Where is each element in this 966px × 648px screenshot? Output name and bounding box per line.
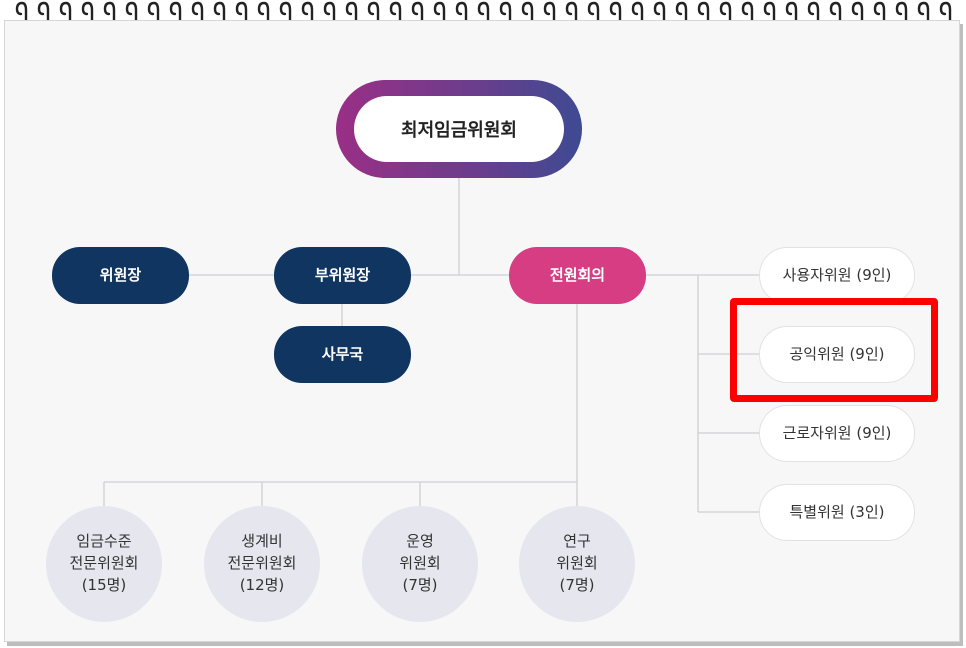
spiral-ring <box>631 1 644 24</box>
spiral-ring <box>411 1 424 24</box>
node-plenary-meeting: 전원회의 <box>509 247 646 304</box>
spiral-ring <box>917 1 930 24</box>
spiral-ring <box>565 1 578 24</box>
spiral-ring <box>697 1 710 24</box>
spiral-ring <box>609 1 622 24</box>
spiral-ring <box>587 1 600 24</box>
node-employer-members: 사용자위원 (9인) <box>759 247 915 304</box>
root-node-minimum-wage-commission: 최저임금위원회 <box>354 96 564 162</box>
spiral-ring <box>741 1 754 24</box>
node-special-members: 특별위원 (3인) <box>759 484 915 541</box>
spiral-ring <box>477 1 490 24</box>
spiral-ring <box>719 1 732 24</box>
spiral-ring <box>213 1 226 24</box>
spiral-ring <box>301 1 314 24</box>
node-public-interest-members: 공익위원 (9인) <box>759 326 915 383</box>
spiral-ring <box>367 1 380 24</box>
spiral-ring <box>235 1 248 24</box>
spiral-ring <box>675 1 688 24</box>
spiral-ring <box>433 1 446 24</box>
spiral-ring <box>543 1 556 24</box>
spiral-ring <box>59 1 72 24</box>
node-chair: 위원장 <box>52 247 189 304</box>
spiral-ring <box>345 1 358 24</box>
node-wage-level-committee: 임금수준 전문위원회 (15명) <box>46 506 162 622</box>
spiral-ring <box>763 1 776 24</box>
spiral-ring <box>807 1 820 24</box>
spiral-ring <box>103 1 116 24</box>
node-secretariat: 사무국 <box>274 326 411 383</box>
spiral-ring <box>147 1 160 24</box>
spiral-ring <box>323 1 336 24</box>
spiral-ring <box>499 1 512 24</box>
spiral-ring <box>653 1 666 24</box>
spiral-ring <box>279 1 292 24</box>
node-worker-members: 근로자위원 (9인) <box>759 405 915 462</box>
spiral-ring <box>15 1 28 24</box>
spiral-ring <box>873 1 886 24</box>
node-steering-committee: 운영 위원회 (7명) <box>362 506 478 622</box>
spiral-ring <box>191 1 204 24</box>
highlight-box-public-interest <box>730 298 938 402</box>
spiral-ring <box>125 1 138 24</box>
spiral-ring <box>785 1 798 24</box>
spiral-ring <box>81 1 94 24</box>
spiral-ring <box>257 1 270 24</box>
spiral-ring <box>939 1 952 24</box>
spiral-ring <box>851 1 864 24</box>
spiral-ring <box>37 1 50 24</box>
node-research-committee: 연구 위원회 (7명) <box>519 506 635 622</box>
spiral-ring <box>829 1 842 24</box>
notebook-spiral-binding <box>15 1 952 24</box>
spiral-ring <box>169 1 182 24</box>
spiral-ring <box>521 1 534 24</box>
spiral-ring <box>389 1 402 24</box>
node-cost-of-living-committee: 생계비 전문위원회 (12명) <box>204 506 320 622</box>
spiral-ring <box>895 1 908 24</box>
spiral-ring <box>455 1 468 24</box>
node-vice-chair: 부위원장 <box>274 247 411 304</box>
